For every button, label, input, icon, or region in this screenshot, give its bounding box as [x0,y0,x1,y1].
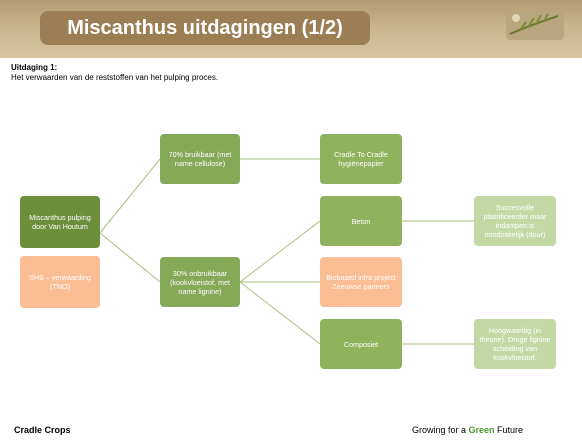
challenge-intro: Uitdaging 1: Het verwaarden van de rests… [11,63,571,83]
tagline-pre: Growing for a [412,425,469,435]
slide-header: Miscanthus uitdagingen (1/2) [0,0,582,58]
paper-node: Cradle To Cradle hygiënepapier [320,134,402,184]
usable-node: 70% bruikbaar (met name cellulose) [160,134,240,184]
challenge-label: Uitdaging 1: [11,63,58,72]
root-node: Miscanthus pulping door Van Houtum [20,196,100,248]
tagline-green: Green [468,425,495,435]
concrete-node: Beton [320,196,402,246]
unusable-node: 30% onbruikbaar (kookvloeistof, met name… [160,257,240,307]
wheat-stalk-logo-icon [506,10,564,40]
connector-root-unusable [99,232,161,283]
connector-unusable-composite [239,281,321,345]
biobased-node: Biobased infra project Zeeuwse partners [320,257,402,307]
composite-node: Composiet [320,319,402,369]
connector-root-usable [99,158,161,234]
footer-tagline: Growing for a Green Future [412,425,523,435]
connector-unusable-concrete [239,220,321,283]
shs-node: SHS – verwaarding (TNO) [20,256,100,308]
composite-note: Hoogwaardig (in theorie). Droge lignine … [474,319,556,369]
footer-brand: Cradle Crops [14,425,71,435]
challenge-text: Het verwaarden van de reststoffen van he… [11,73,219,82]
slide-title: Miscanthus uitdagingen (1/2) [40,11,370,45]
tagline-post: Future [494,425,524,435]
concrete-note: Succesvolle plastificeerder maar indampe… [474,196,556,246]
